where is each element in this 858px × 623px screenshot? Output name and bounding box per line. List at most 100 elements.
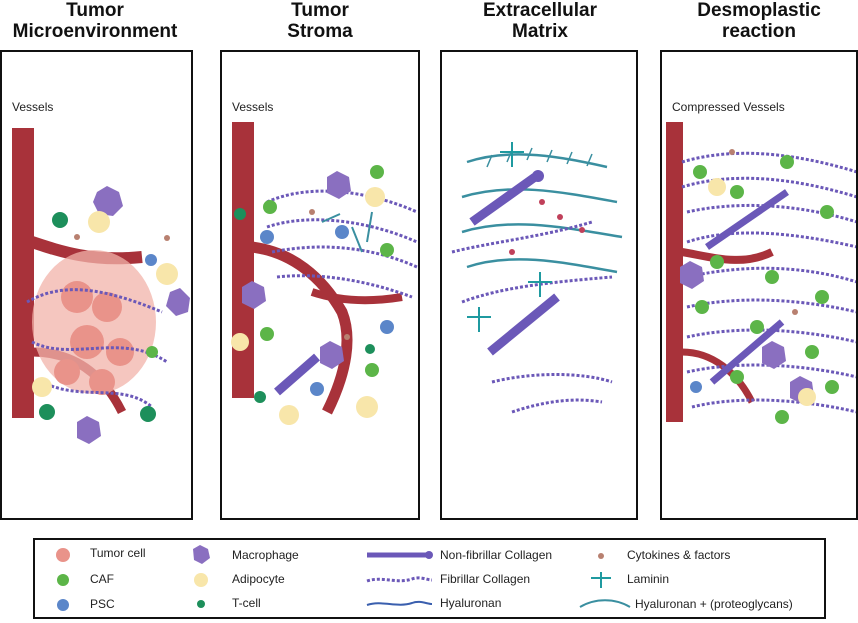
adipocyte [156, 263, 178, 285]
fibrillar-collagen [451, 220, 613, 414]
vessel-branch [681, 248, 774, 264]
panel-desmoplastic-reaction: Compressed Vessels [660, 50, 858, 520]
cytokine [792, 309, 798, 315]
tumor-cell [61, 281, 93, 313]
panel-extracellular-matrix [440, 50, 638, 520]
cytokine [74, 234, 80, 240]
title-extracellular-matrix: Extracellular Matrix [440, 0, 640, 42]
legend-t-cell: T-cell [232, 596, 261, 610]
macrophage-icon [193, 545, 210, 564]
psc [145, 254, 157, 266]
caf [805, 345, 819, 359]
cytokine [344, 334, 350, 340]
legend-hyaluronan-proteoglycans: Hyaluronan + (proteoglycans) [635, 597, 793, 611]
caf [750, 320, 764, 334]
panel-tumor-microenvironment: Vessels [0, 50, 193, 520]
vessel-label: Compressed Vessels [672, 100, 785, 114]
legend-psc: PSC [90, 597, 115, 611]
adipocyte [798, 388, 816, 406]
caf [380, 243, 394, 257]
title-line-2: Matrix [512, 21, 568, 42]
compressed-vessel [666, 122, 683, 422]
tumor-cell [89, 369, 115, 395]
title-line-1: Tumor [291, 0, 349, 21]
adipocyte [365, 187, 385, 207]
laminin-icon [591, 572, 611, 588]
crosslink [579, 227, 585, 233]
fibrillar-collagen [266, 189, 418, 299]
hyaluronan-proteoglycans-icon [579, 599, 631, 608]
macrophage [762, 341, 786, 369]
cytokine [729, 149, 735, 155]
macrophage [327, 171, 351, 199]
macrophage [320, 341, 344, 369]
vessel-label: Vessels [232, 100, 274, 114]
macrophage [77, 416, 101, 444]
crosslink [557, 214, 563, 220]
t-cell [39, 404, 55, 420]
caf [365, 363, 379, 377]
title-line-2: reaction [722, 21, 796, 42]
caf [820, 205, 834, 219]
psc [260, 230, 274, 244]
adipocyte [88, 211, 110, 233]
non-fibrillar-collagen [274, 353, 320, 396]
title-line-2: Stroma [287, 21, 353, 42]
cytokine [309, 209, 315, 215]
legend-tumor-cell: Tumor cell [90, 546, 146, 560]
t-cell [365, 344, 375, 354]
t-cell [234, 208, 246, 220]
legend-caf: CAF [90, 572, 114, 586]
crosslink [539, 199, 545, 205]
legend-hyaluronan: Hyaluronan [440, 596, 502, 610]
adipocyte [32, 377, 52, 397]
macrophage [242, 281, 266, 309]
blood-vessel [12, 128, 34, 418]
cytokine-icon [598, 553, 604, 559]
caf [815, 290, 829, 304]
psc-icon [57, 599, 69, 611]
tumor-microenvironment-illustration [12, 128, 190, 444]
tumor-stroma-illustration [231, 122, 418, 425]
legend-icons [56, 545, 631, 611]
t-cell [52, 212, 68, 228]
adipocyte [279, 405, 299, 425]
hyaluronan-proteoglycans [461, 153, 623, 274]
psc [380, 320, 394, 334]
desmoplastic-reaction-illustration [666, 122, 856, 424]
adipocyte [356, 396, 378, 418]
caf [780, 155, 794, 169]
laminin [467, 307, 491, 332]
caf [370, 165, 384, 179]
title-desmoplastic-reaction: Desmoplastic reaction [660, 0, 858, 42]
adipocyte [708, 178, 726, 196]
macrophage [680, 261, 704, 289]
non-fibrillar-collagen [709, 319, 785, 385]
collagen-head [532, 170, 544, 182]
title-line-2: Microenvironment [12, 21, 178, 42]
caf [146, 346, 158, 358]
legend-cytokines: Cytokines & factors [627, 548, 731, 562]
t-cell [254, 391, 266, 403]
title-line-1: Desmoplastic [697, 0, 821, 21]
tumor-cell [54, 359, 80, 385]
caf [263, 200, 277, 214]
laminin [528, 272, 552, 297]
macrophage [166, 288, 190, 316]
caf [693, 165, 707, 179]
proteoglycan-side-chains [486, 147, 593, 168]
tumor-cell [92, 292, 122, 322]
caf [775, 410, 789, 424]
title-line-1: Tumor [66, 0, 124, 21]
vessel-branch [251, 241, 353, 415]
title-tumor-microenvironment: Tumor Microenvironment [0, 0, 190, 42]
non-fibrillar-collagen [705, 189, 789, 250]
tumor-cell-icon [56, 548, 70, 562]
caf [765, 270, 779, 284]
caf-icon [57, 574, 69, 586]
cytokine [164, 235, 170, 241]
laminin [500, 142, 524, 167]
psc [310, 382, 324, 396]
legend-non-fibrillar-collagen: Non-fibrillar Collagen [440, 548, 553, 562]
macrophage [93, 186, 123, 216]
